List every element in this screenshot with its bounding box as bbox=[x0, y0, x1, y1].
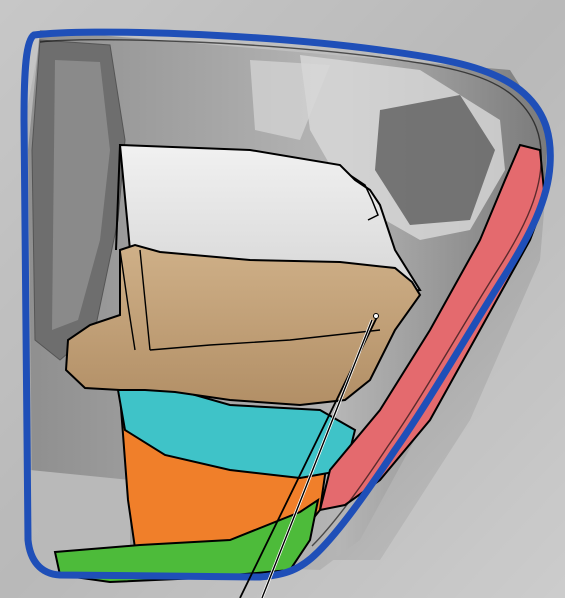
leader-dot bbox=[374, 314, 379, 319]
seat-cushion-lower bbox=[66, 245, 420, 405]
